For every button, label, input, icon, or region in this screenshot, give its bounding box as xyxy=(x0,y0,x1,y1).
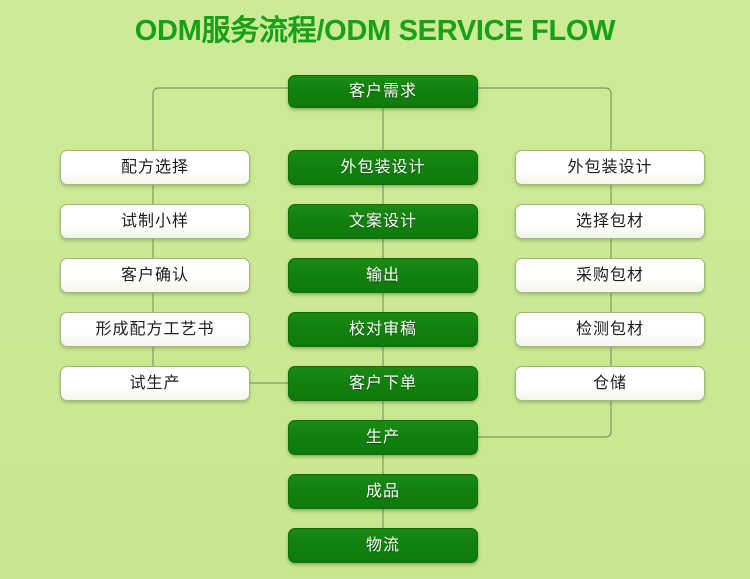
node-formula-process-document[interactable]: 形成配方工艺书 xyxy=(60,312,250,347)
node-inspect-packaging-material[interactable]: 检测包材 xyxy=(515,312,705,347)
node-outer-packaging-design-center[interactable]: 外包装设计 xyxy=(288,150,478,185)
node-proofreading-review[interactable]: 校对审稿 xyxy=(288,312,478,347)
node-trial-production[interactable]: 试生产 xyxy=(60,366,250,401)
node-purchase-packaging-material[interactable]: 采购包材 xyxy=(515,258,705,293)
node-output[interactable]: 输出 xyxy=(288,258,478,293)
node-select-packaging-material[interactable]: 选择包材 xyxy=(515,204,705,239)
node-customer-order[interactable]: 客户下单 xyxy=(288,366,478,401)
node-logistics[interactable]: 物流 xyxy=(288,528,478,563)
node-copywriting-design[interactable]: 文案设计 xyxy=(288,204,478,239)
node-formula-selection[interactable]: 配方选择 xyxy=(60,150,250,185)
node-finished-product[interactable]: 成品 xyxy=(288,474,478,509)
page-title: ODM服务流程/ODM SERVICE FLOW xyxy=(134,15,616,47)
node-outer-packaging-design-right[interactable]: 外包装设计 xyxy=(515,150,705,185)
node-production[interactable]: 生产 xyxy=(288,420,478,455)
node-trial-sample[interactable]: 试制小样 xyxy=(60,204,250,239)
node-root-customer-requirement[interactable]: 客户需求 xyxy=(288,75,478,108)
node-warehousing[interactable]: 仓储 xyxy=(515,366,705,401)
node-customer-confirmation[interactable]: 客户确认 xyxy=(60,258,250,293)
